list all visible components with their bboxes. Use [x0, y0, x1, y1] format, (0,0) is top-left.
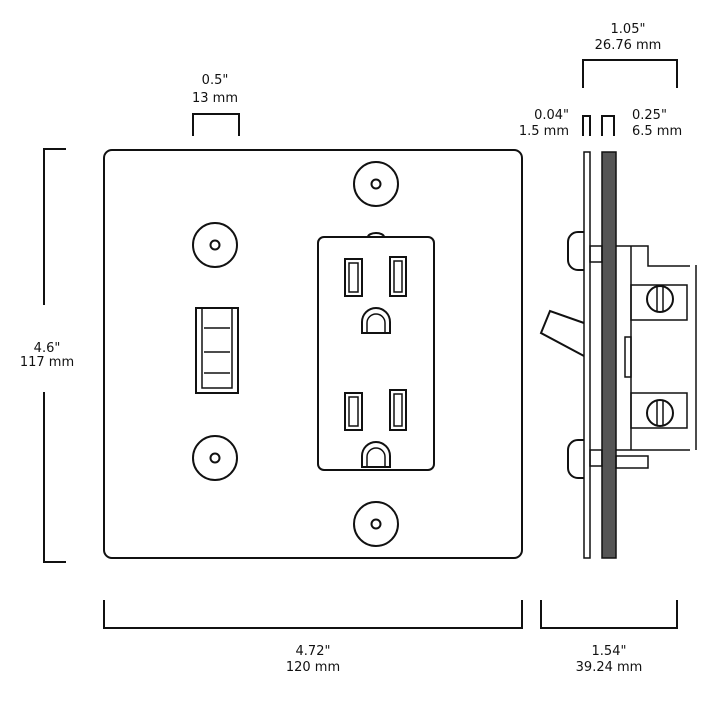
plate-screw	[353, 501, 399, 547]
duplex-receptacle	[317, 232, 435, 471]
front-view	[103, 149, 523, 559]
backplate-edge	[601, 151, 617, 559]
width-inch: 4.72"	[296, 644, 331, 659]
toggle-width-mm: 13 mm	[192, 91, 238, 106]
depth-inch: 1.54"	[592, 644, 627, 659]
width-mm: 120 mm	[286, 660, 340, 675]
plate-edge	[583, 151, 591, 559]
toggle-width-inch: 0.5"	[202, 73, 229, 88]
dimension-lines	[43, 59, 678, 629]
terminal-screw	[646, 285, 674, 313]
plate-screw	[192, 222, 238, 268]
plate-thickness-inch: 0.04"	[534, 108, 569, 123]
backplate-thickness-mm: 6.5 mm	[632, 124, 682, 139]
terminal-screw	[646, 399, 674, 427]
outlet-bottom	[344, 389, 407, 468]
height-mm: 117 mm	[20, 355, 74, 370]
plate-screw	[192, 435, 238, 481]
depth-mm: 39.24 mm	[576, 660, 643, 675]
wall-plate	[103, 149, 523, 559]
backplate-thickness-inch: 0.25"	[632, 108, 667, 123]
plate-screw	[353, 161, 399, 207]
side-view	[539, 151, 697, 559]
dimension-labels: 0.5" 13 mm 4.6" 117 mm 4.72" 120 mm 1.54…	[20, 22, 682, 675]
box-depth-mm: 26.76 mm	[595, 38, 662, 53]
toggle-switch	[195, 307, 239, 394]
toggle-lever-side	[539, 309, 585, 357]
plate-thickness-mm: 1.5 mm	[519, 124, 569, 139]
height-inch: 4.6"	[34, 341, 61, 356]
outlet-top	[344, 256, 407, 334]
box-depth-inch: 1.05"	[611, 22, 646, 37]
